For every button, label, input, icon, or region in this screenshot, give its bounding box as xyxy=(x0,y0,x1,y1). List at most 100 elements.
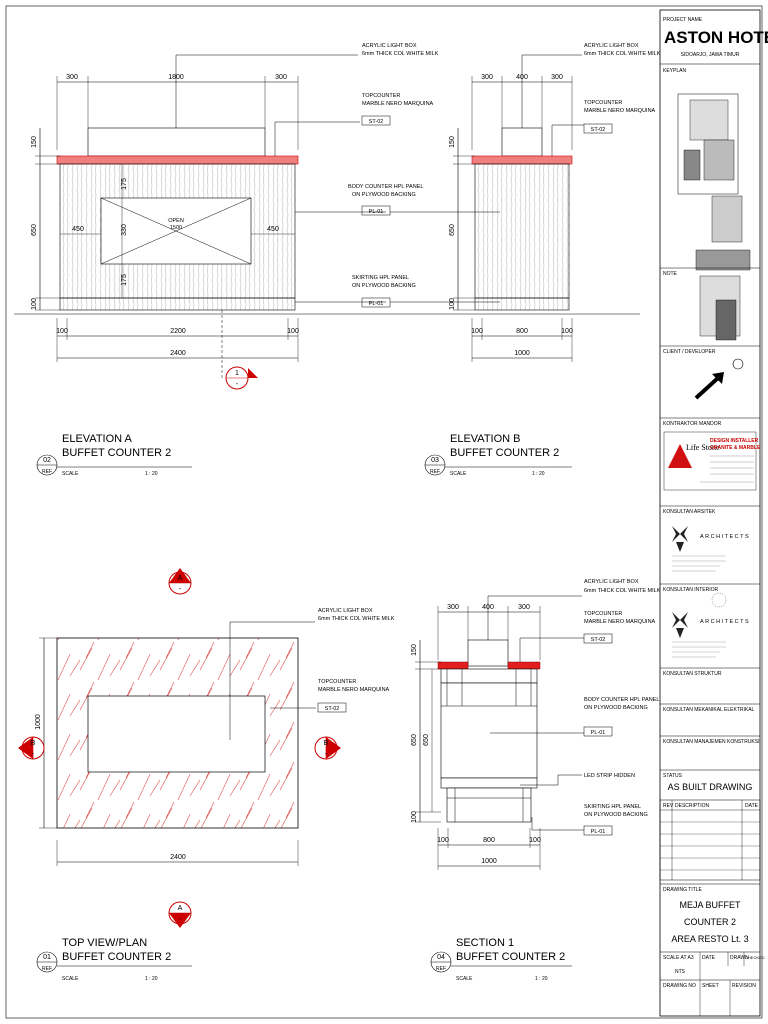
checked-label: CHECKED xyxy=(745,955,765,960)
dim-label: 100 xyxy=(529,837,541,844)
callout-text: 6mm THICK COL WHITE MILK xyxy=(584,51,661,57)
keyplan-label: KEYPLAN xyxy=(663,68,686,74)
callout-text: MARBLE NERO MARQUINA xyxy=(362,101,434,107)
date-field-label: DATE xyxy=(702,955,716,961)
view-number: 01 xyxy=(43,954,51,961)
view-subtitle: BUFFET COUNTER 2 xyxy=(62,447,171,459)
top-counter xyxy=(56,155,299,165)
callout-text: SKIRTING HPL PANEL xyxy=(352,275,409,281)
dim-label: 100 xyxy=(449,298,456,310)
section-marker-label: - xyxy=(179,916,182,923)
scale-label: SCALE xyxy=(62,976,79,982)
architect-logo-icon xyxy=(672,526,688,552)
dim-label: 1000 xyxy=(481,858,497,865)
section-marker-label: B xyxy=(324,740,329,747)
dim-label: 100 xyxy=(411,811,418,823)
view-number: 03 xyxy=(431,457,439,464)
callout-text: BODY COUNTER HPL PANEL xyxy=(348,184,423,190)
view-title: TOP VIEW/PLAN xyxy=(62,937,147,949)
mep-label: KONSULTAN MEKANIKAL ELEKTRIKAL xyxy=(663,707,755,713)
section-1: 300 400 300 150 650 100 650 100 xyxy=(411,579,661,870)
callout-text: ACRYLIC LIGHT BOX xyxy=(318,608,373,614)
view-title: SECTION 1 xyxy=(456,937,514,949)
dim-label: 650 xyxy=(411,734,418,746)
scale-value: 1 : 20 xyxy=(532,471,545,477)
interior-logo-icon xyxy=(672,612,688,638)
light-box-opening xyxy=(87,695,266,773)
dim-label: 2400 xyxy=(170,350,186,357)
dim-label: 100 xyxy=(561,328,573,335)
dim-label: 650 xyxy=(449,224,456,236)
dim-label: 300 xyxy=(66,74,78,81)
description-header: DESCRIPTION xyxy=(675,803,710,809)
view-number: 02 xyxy=(43,457,51,464)
view-subtitle: BUFFET COUNTER 2 xyxy=(62,951,171,963)
dim-label: 2400 xyxy=(170,854,186,861)
section-marker-label: - xyxy=(325,751,328,758)
material-code: ST-02 xyxy=(591,637,606,643)
note-label: NOTE xyxy=(663,271,678,277)
drawing-title-label: DRAWING TITLE xyxy=(663,887,703,893)
contractor-tagline: GRANITE & MARBLE xyxy=(710,445,761,451)
scale-value: 1 : 20 xyxy=(535,976,548,982)
material-code: ST-02 xyxy=(325,706,340,712)
callout-text: ACRYLIC LIGHT BOX xyxy=(584,43,639,49)
callout-text: 6mm THICK COL WHITE MILK xyxy=(584,588,661,594)
view-title-elevation-a: 02 REF ELEVATION A BUFFET COUNTER 2 SCAL… xyxy=(36,433,192,477)
dim-label: 150 xyxy=(449,136,456,148)
callout-text: LED STRIP HIDDEN xyxy=(584,773,635,779)
dim-label: 1000 xyxy=(35,714,42,730)
material-code: PL-01 xyxy=(369,301,384,307)
dim-label: 175 xyxy=(121,178,128,190)
dim-label: 450 xyxy=(267,226,279,233)
material-code: ST-02 xyxy=(369,119,384,125)
view-title-plan: 01 REF TOP VIEW/PLAN BUFFET COUNTER 2 SC… xyxy=(36,937,192,982)
dim-label: 100 xyxy=(287,328,299,335)
drawing-title: AREA RESTO Lt. 3 xyxy=(671,934,748,944)
material-code: PL-01 xyxy=(591,730,606,736)
dim-label: 175 xyxy=(121,274,128,286)
drawing-title: MEJA BUFFET xyxy=(679,900,741,910)
architect-label: KONSULTAN ARSITEK xyxy=(663,509,716,515)
view-title-elevation-b: 03 REF ELEVATION B BUFFET COUNTER 2 SCAL… xyxy=(424,433,572,477)
section-marker-label: A xyxy=(178,905,183,912)
view-ref: REF xyxy=(430,469,440,475)
callout-text: ACRYLIC LIGHT BOX xyxy=(584,579,639,585)
dim-label: 1000 xyxy=(514,350,530,357)
scale-value: 1 : 20 xyxy=(145,471,158,477)
sheet-border xyxy=(5,5,763,1019)
view-subtitle: BUFFET COUNTER 2 xyxy=(456,951,565,963)
material-code: PL-01 xyxy=(591,829,606,835)
dim-label: 450 xyxy=(72,226,84,233)
dim-label: 300 xyxy=(481,74,493,81)
callouts-elevation-b: ACRYLIC LIGHT BOX 6mm THICK COL WHITE MI… xyxy=(390,43,661,303)
callout-text: TOPCOUNTER xyxy=(362,93,400,99)
dim-label: 100 xyxy=(56,328,68,335)
view-title: ELEVATION B xyxy=(450,433,521,445)
scale-label: SCALE xyxy=(456,976,473,982)
dim-label: 2200 xyxy=(170,328,186,335)
callout-text: SKIRTING HPL PANEL xyxy=(584,804,641,810)
status-label: STATUS xyxy=(663,773,683,779)
contractor-logo: Life Stone DESIGN INSTALLER GRANITE & MA… xyxy=(663,431,761,491)
callout-text: TOPCOUNTER xyxy=(584,611,622,617)
dim-label: 100 xyxy=(437,837,449,844)
scale-label: SCALE xyxy=(450,471,467,477)
structure-label: KONSULTAN STRUKTUR xyxy=(663,671,722,677)
dim-label: 330 xyxy=(121,224,128,236)
section-marker-label: - xyxy=(179,586,182,593)
interior-emblem-icon xyxy=(711,592,727,608)
open-label: OPEN xyxy=(168,218,184,224)
callout-text: ON PLYWOOD BACKING xyxy=(584,812,648,818)
callout-text: BODY COUNTER HPL PANEL xyxy=(584,697,659,703)
client-label: CLIENT / DEVELOPER xyxy=(663,349,716,355)
callout-text: ON PLYWOOD BACKING xyxy=(352,283,416,289)
section-marker-label: A xyxy=(178,575,183,582)
view-title-section: 04 REF SECTION 1 BUFFET COUNTER 2 SCALE … xyxy=(430,937,572,982)
dim-label: 650 xyxy=(31,224,38,236)
dim-label: 300 xyxy=(447,604,459,611)
dim-label: 300 xyxy=(551,74,563,81)
view-ref: REF xyxy=(42,469,52,475)
dim-label: 100 xyxy=(471,328,483,335)
project-name: ASTON HOTEL xyxy=(664,28,768,47)
